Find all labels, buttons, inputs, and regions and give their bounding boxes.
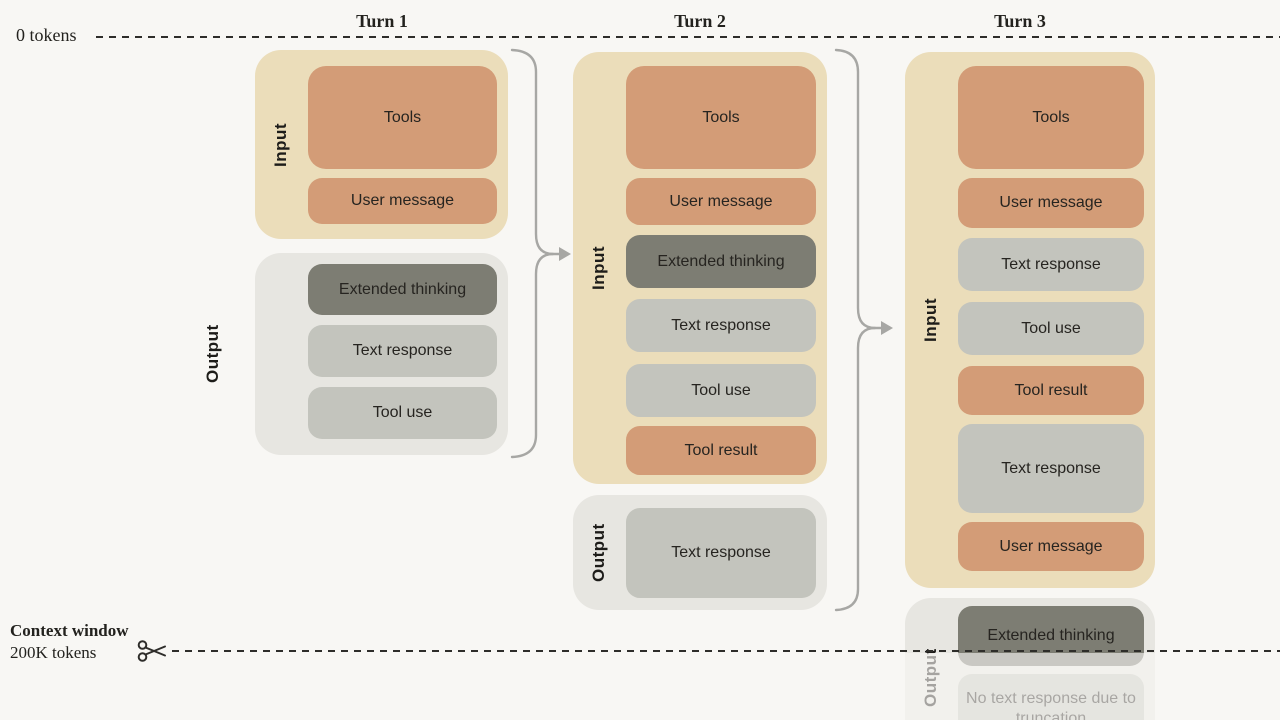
turn2-output-group: Output Text response: [573, 495, 827, 610]
turn1-tool-use-block: Tool use: [308, 387, 497, 439]
turn3-text-response-2-block: Text response: [958, 424, 1144, 513]
turn2-input-label: Input: [589, 245, 608, 291]
turn3-user-message-block: User message: [958, 178, 1144, 228]
context-window-dashed-line: [172, 650, 1280, 653]
turn2-output-label: Output: [589, 523, 608, 582]
turn2-tool-result-block: Tool result: [626, 426, 816, 475]
turn3-input-label: Input: [921, 297, 940, 343]
turn1-input-group: Input Tools User message: [255, 50, 508, 239]
turn2-output-text-response-block: Text response: [626, 508, 816, 598]
turn1-text-response-block: Text response: [308, 325, 497, 377]
turn3-text-response-block: Text response: [958, 238, 1144, 291]
turn3-tool-use-block: Tool use: [958, 302, 1144, 355]
turn1-tools-block: Tools: [308, 66, 497, 169]
turn2-tool-use-block: Tool use: [626, 364, 816, 417]
turn2-input-group: Input Tools User message Extended thinki…: [573, 52, 827, 484]
turn1-output-label: Output: [203, 324, 222, 384]
turn1-input-label: Input: [271, 122, 290, 167]
context-window-title: Context window: [10, 621, 129, 640]
turn2-tools-block: Tools: [626, 66, 816, 169]
turn2-to-turn3-arrow: [834, 48, 893, 612]
turn3-tools-block: Tools: [958, 66, 1144, 169]
turn1-extended-thinking-block: Extended thinking: [308, 264, 497, 315]
truncation-fade-overlay: [0, 653, 1280, 720]
turn1-title: Turn 1: [356, 11, 408, 31]
turn3-user-message-2-block: User message: [958, 522, 1144, 571]
turn2-title: Turn 2: [674, 11, 726, 31]
turn3-input-group: Input Tools User message Text response T…: [905, 52, 1155, 588]
turn3-title: Turn 3: [994, 11, 1046, 31]
turn1-user-message-block: User message: [308, 178, 497, 224]
zero-tokens-label: 0 tokens: [16, 25, 77, 45]
turn1-to-turn2-arrow: [510, 48, 571, 459]
turn2-text-response-block: Text response: [626, 299, 816, 352]
turn2-extended-thinking-block: Extended thinking: [626, 235, 816, 288]
scissors-icon: [137, 640, 166, 662]
turn1-output-group: Extended thinking Text response Tool use: [255, 253, 508, 455]
context-window-subtitle: 200K tokens: [10, 643, 97, 662]
zero-tokens-dashed-line: [96, 36, 1280, 39]
turn3-tool-result-block: Tool result: [958, 366, 1144, 415]
turn2-user-message-block: User message: [626, 178, 816, 225]
